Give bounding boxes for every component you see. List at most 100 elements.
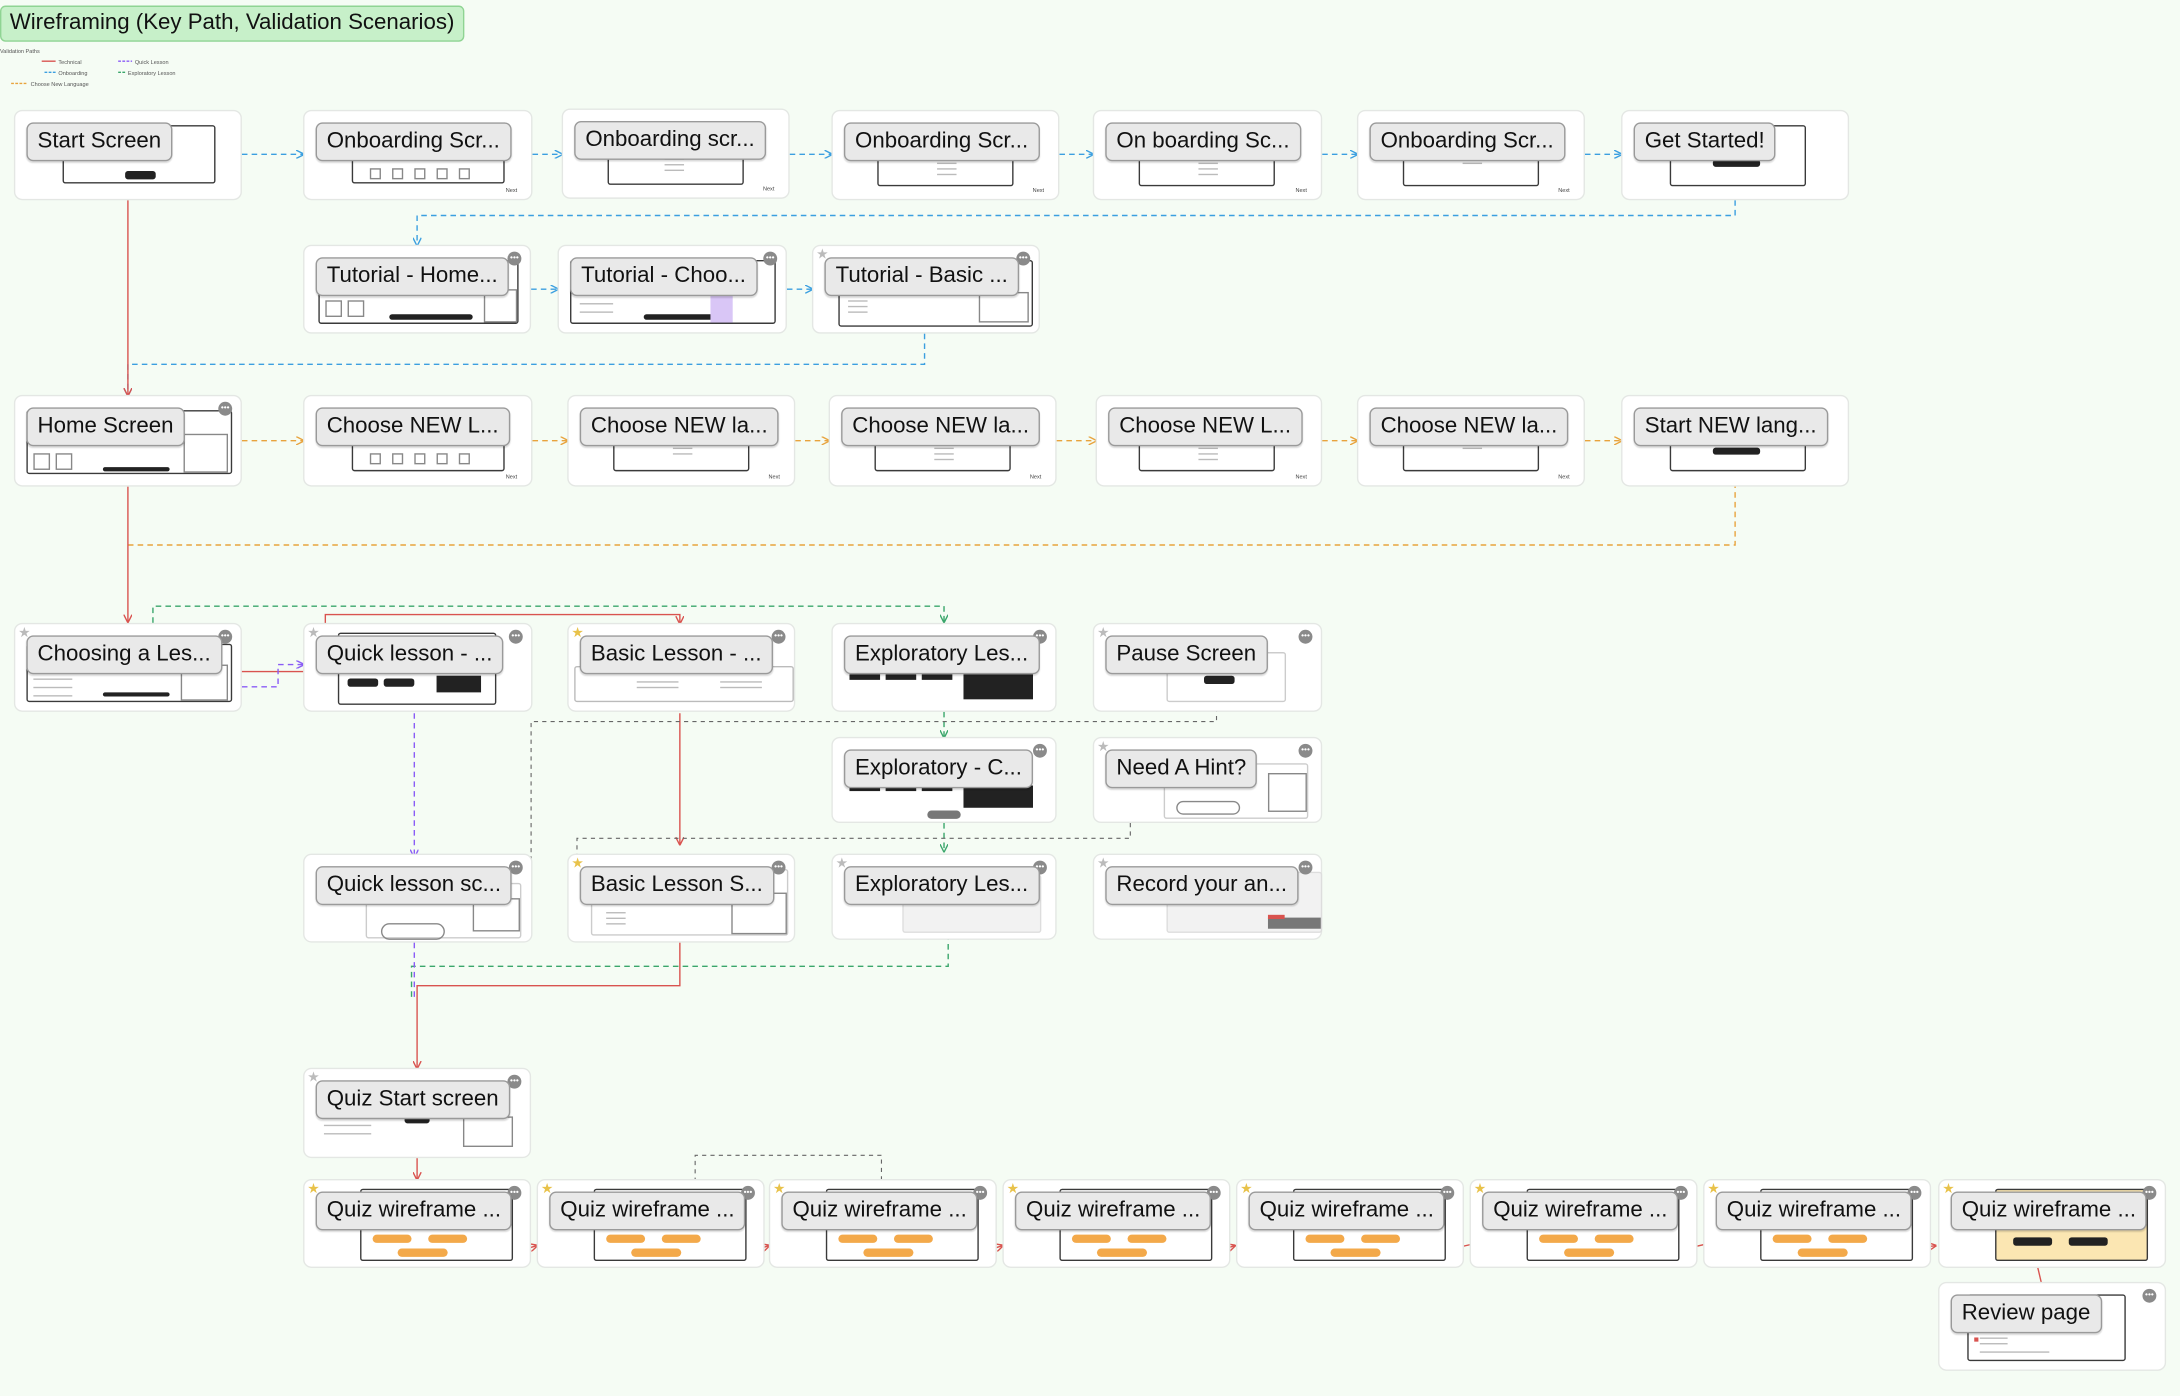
frame-label[interactable]: Quiz wireframe ... xyxy=(1715,1191,1913,1231)
frame-label[interactable]: Quiz Start screen xyxy=(315,1080,510,1120)
frame-pause-screen[interactable]: ★ ••• Pause Screen xyxy=(1092,622,1323,712)
more-options-icon[interactable]: ••• xyxy=(1032,743,1047,758)
frame-basic-lesson-s[interactable]: ★ ••• Basic Lesson S... xyxy=(567,853,796,943)
frame-label[interactable]: Exploratory - C... xyxy=(843,749,1034,789)
frame-exploratory-les-2[interactable]: ★ ••• Exploratory Les... xyxy=(831,853,1057,940)
frame-choose-new-3[interactable]: Next Choose NEW la... xyxy=(828,394,1057,487)
more-options-icon[interactable]: ••• xyxy=(218,401,233,416)
frame-label[interactable]: Exploratory Les... xyxy=(843,635,1040,675)
frame-label[interactable]: Choose NEW la... xyxy=(1369,407,1569,447)
frame-label[interactable]: Quiz wireframe ... xyxy=(781,1191,978,1231)
frame-tutorial-home[interactable]: ••• Tutorial - Home... xyxy=(303,244,532,334)
frame-label[interactable]: Onboarding scr... xyxy=(574,120,766,160)
frame-review-page[interactable]: ••• Review page xyxy=(1938,1281,2167,1371)
frame-label[interactable]: Pause Screen xyxy=(1105,635,1268,675)
frame-record-answer[interactable]: ★ ••• Record your an... xyxy=(1092,853,1323,940)
frame-label[interactable]: Quiz wireframe ... xyxy=(549,1191,746,1231)
frame-quiz-5[interactable]: ★ ••• Quiz wireframe ... xyxy=(1235,1178,1464,1268)
frame-label[interactable]: Get Started! xyxy=(1633,122,1776,162)
more-options-icon[interactable]: ••• xyxy=(1016,251,1031,266)
frame-label[interactable]: Quick lesson sc... xyxy=(315,866,513,906)
frame-onboarding-5[interactable]: Next Onboarding Scr... xyxy=(1356,109,1585,201)
more-options-icon[interactable]: ••• xyxy=(1298,860,1313,875)
next-link[interactable]: Next xyxy=(1295,186,1307,194)
more-options-icon[interactable]: ••• xyxy=(508,629,523,644)
frame-basic-lesson[interactable]: ★ ••• Basic Lesson - ... xyxy=(567,622,796,712)
frame-tutorial-basic[interactable]: ★ ••• Tutorial - Basic ... xyxy=(811,244,1040,334)
next-link[interactable]: Next xyxy=(1558,472,1570,480)
frame-label[interactable]: Quiz wireframe ... xyxy=(1014,1191,1212,1231)
next-link[interactable]: Next xyxy=(1029,472,1042,480)
frame-label[interactable]: Start Screen xyxy=(26,122,173,162)
frame-choose-new-5[interactable]: Next Choose NEW la... xyxy=(1356,394,1585,487)
frame-onboarding-2[interactable]: Next Onboarding scr... xyxy=(561,108,790,199)
frame-label[interactable]: Quiz wireframe ... xyxy=(1248,1191,1446,1231)
frame-quick-lesson[interactable]: ★ ••• Quick lesson - ... xyxy=(303,622,533,712)
frame-quiz-6[interactable]: ★ ••• Quiz wireframe ... xyxy=(1469,1178,1698,1268)
frame-quiz-8[interactable]: ★ ••• Quiz wireframe ... xyxy=(1938,1178,2167,1268)
frame-label[interactable]: Choose NEW L... xyxy=(1108,407,1303,447)
frame-label[interactable]: Quiz wireframe ... xyxy=(1482,1191,1679,1231)
frame-label[interactable]: Basic Lesson - ... xyxy=(579,635,773,675)
frame-label[interactable]: On boarding Sc... xyxy=(1105,122,1301,162)
next-link[interactable]: Next xyxy=(768,472,780,480)
frame-get-started[interactable]: Get Started! xyxy=(1621,109,1850,201)
frame-start-screen[interactable]: Start Screen xyxy=(13,109,242,201)
next-link[interactable]: Next xyxy=(762,184,775,192)
more-options-icon[interactable]: ••• xyxy=(507,251,522,266)
frame-label[interactable]: Home Screen xyxy=(26,407,185,447)
next-link[interactable]: Next xyxy=(1032,186,1045,194)
frame-choosing-lesson[interactable]: ★ ••• Choosing a Les... xyxy=(13,622,242,712)
frame-label[interactable]: Tutorial - Home... xyxy=(315,257,509,297)
frame-onboarding-1[interactable]: Next Onboarding Scr... xyxy=(303,109,533,201)
next-link[interactable]: Next xyxy=(1295,472,1307,480)
frame-home-screen[interactable]: ••• Home Screen xyxy=(13,394,242,487)
frame-label[interactable]: Tutorial - Choo... xyxy=(570,257,758,297)
more-options-icon[interactable]: ••• xyxy=(508,860,523,875)
more-options-icon[interactable]: ••• xyxy=(2142,1288,2157,1303)
frame-tutorial-choose[interactable]: ••• Tutorial - Choo... xyxy=(557,244,787,334)
next-link[interactable]: Next xyxy=(505,472,518,480)
frame-onboarding-3[interactable]: Next Onboarding Scr... xyxy=(831,109,1060,201)
frame-exploratory-lesson[interactable]: ••• Exploratory Les... xyxy=(831,622,1057,712)
frame-choose-new-1[interactable]: Next Choose NEW L... xyxy=(303,394,533,487)
frame-quick-lesson-sc[interactable]: ••• Quick lesson sc... xyxy=(303,853,533,943)
frame-quiz-3[interactable]: ★ ••• Quiz wireframe ... xyxy=(768,1178,997,1268)
more-options-icon[interactable]: ••• xyxy=(507,1074,522,1089)
frame-quiz-4[interactable]: ★ ••• Quiz wireframe ... xyxy=(1002,1178,1231,1268)
more-options-icon[interactable]: ••• xyxy=(771,860,786,875)
frame-start-new-language[interactable]: Start NEW lang... xyxy=(1621,394,1850,487)
frame-label[interactable]: Record your an... xyxy=(1105,866,1299,906)
frame-onboarding-4[interactable]: Next On boarding Sc... xyxy=(1092,109,1323,201)
frame-label[interactable]: Onboarding Scr... xyxy=(843,122,1040,162)
frame-label[interactable]: Start NEW lang... xyxy=(1633,407,1828,447)
frame-label[interactable]: Need A Hint? xyxy=(1105,749,1258,789)
more-options-icon[interactable]: ••• xyxy=(763,251,778,266)
more-options-icon[interactable]: ••• xyxy=(771,629,786,644)
next-link[interactable]: Next xyxy=(505,186,518,194)
frame-label[interactable]: Onboarding Scr... xyxy=(1369,122,1565,162)
frame-quiz-1[interactable]: ★ ••• Quiz wireframe ... xyxy=(303,1178,532,1268)
frame-label[interactable]: Basic Lesson S... xyxy=(579,866,774,906)
more-options-icon[interactable]: ••• xyxy=(1298,743,1313,758)
more-options-icon[interactable]: ••• xyxy=(1298,629,1313,644)
frame-label[interactable]: Tutorial - Basic ... xyxy=(824,257,1019,297)
frame-label[interactable]: Review page xyxy=(1950,1294,2102,1334)
frame-quiz-start[interactable]: ★ ••• Quiz Start screen xyxy=(303,1067,532,1159)
frame-quiz-7[interactable]: ★ ••• Quiz wireframe ... xyxy=(1703,1178,1932,1268)
frame-label[interactable]: Quiz wireframe ... xyxy=(315,1191,513,1231)
next-link[interactable]: Next xyxy=(1558,186,1570,194)
frame-label[interactable]: Exploratory Les... xyxy=(843,866,1040,906)
frame-label[interactable]: Quiz wireframe ... xyxy=(1950,1191,2148,1231)
frame-label[interactable]: Quick lesson - ... xyxy=(315,635,504,675)
frame-quiz-2[interactable]: ★ ••• Quiz wireframe ... xyxy=(536,1178,765,1268)
frame-label[interactable]: Choose NEW L... xyxy=(315,407,510,447)
frame-choose-new-4[interactable]: Next Choose NEW L... xyxy=(1095,394,1323,487)
frame-choose-new-2[interactable]: Next Choose NEW la... xyxy=(567,394,796,487)
frame-label[interactable]: Choose NEW la... xyxy=(579,407,779,447)
frame-label[interactable]: Choosing a Les... xyxy=(26,635,222,675)
frame-label[interactable]: Onboarding Scr... xyxy=(315,122,511,162)
frame-exploratory-c[interactable]: ••• Exploratory - C... xyxy=(831,736,1057,824)
frame-label[interactable]: Choose NEW la... xyxy=(841,407,1041,447)
